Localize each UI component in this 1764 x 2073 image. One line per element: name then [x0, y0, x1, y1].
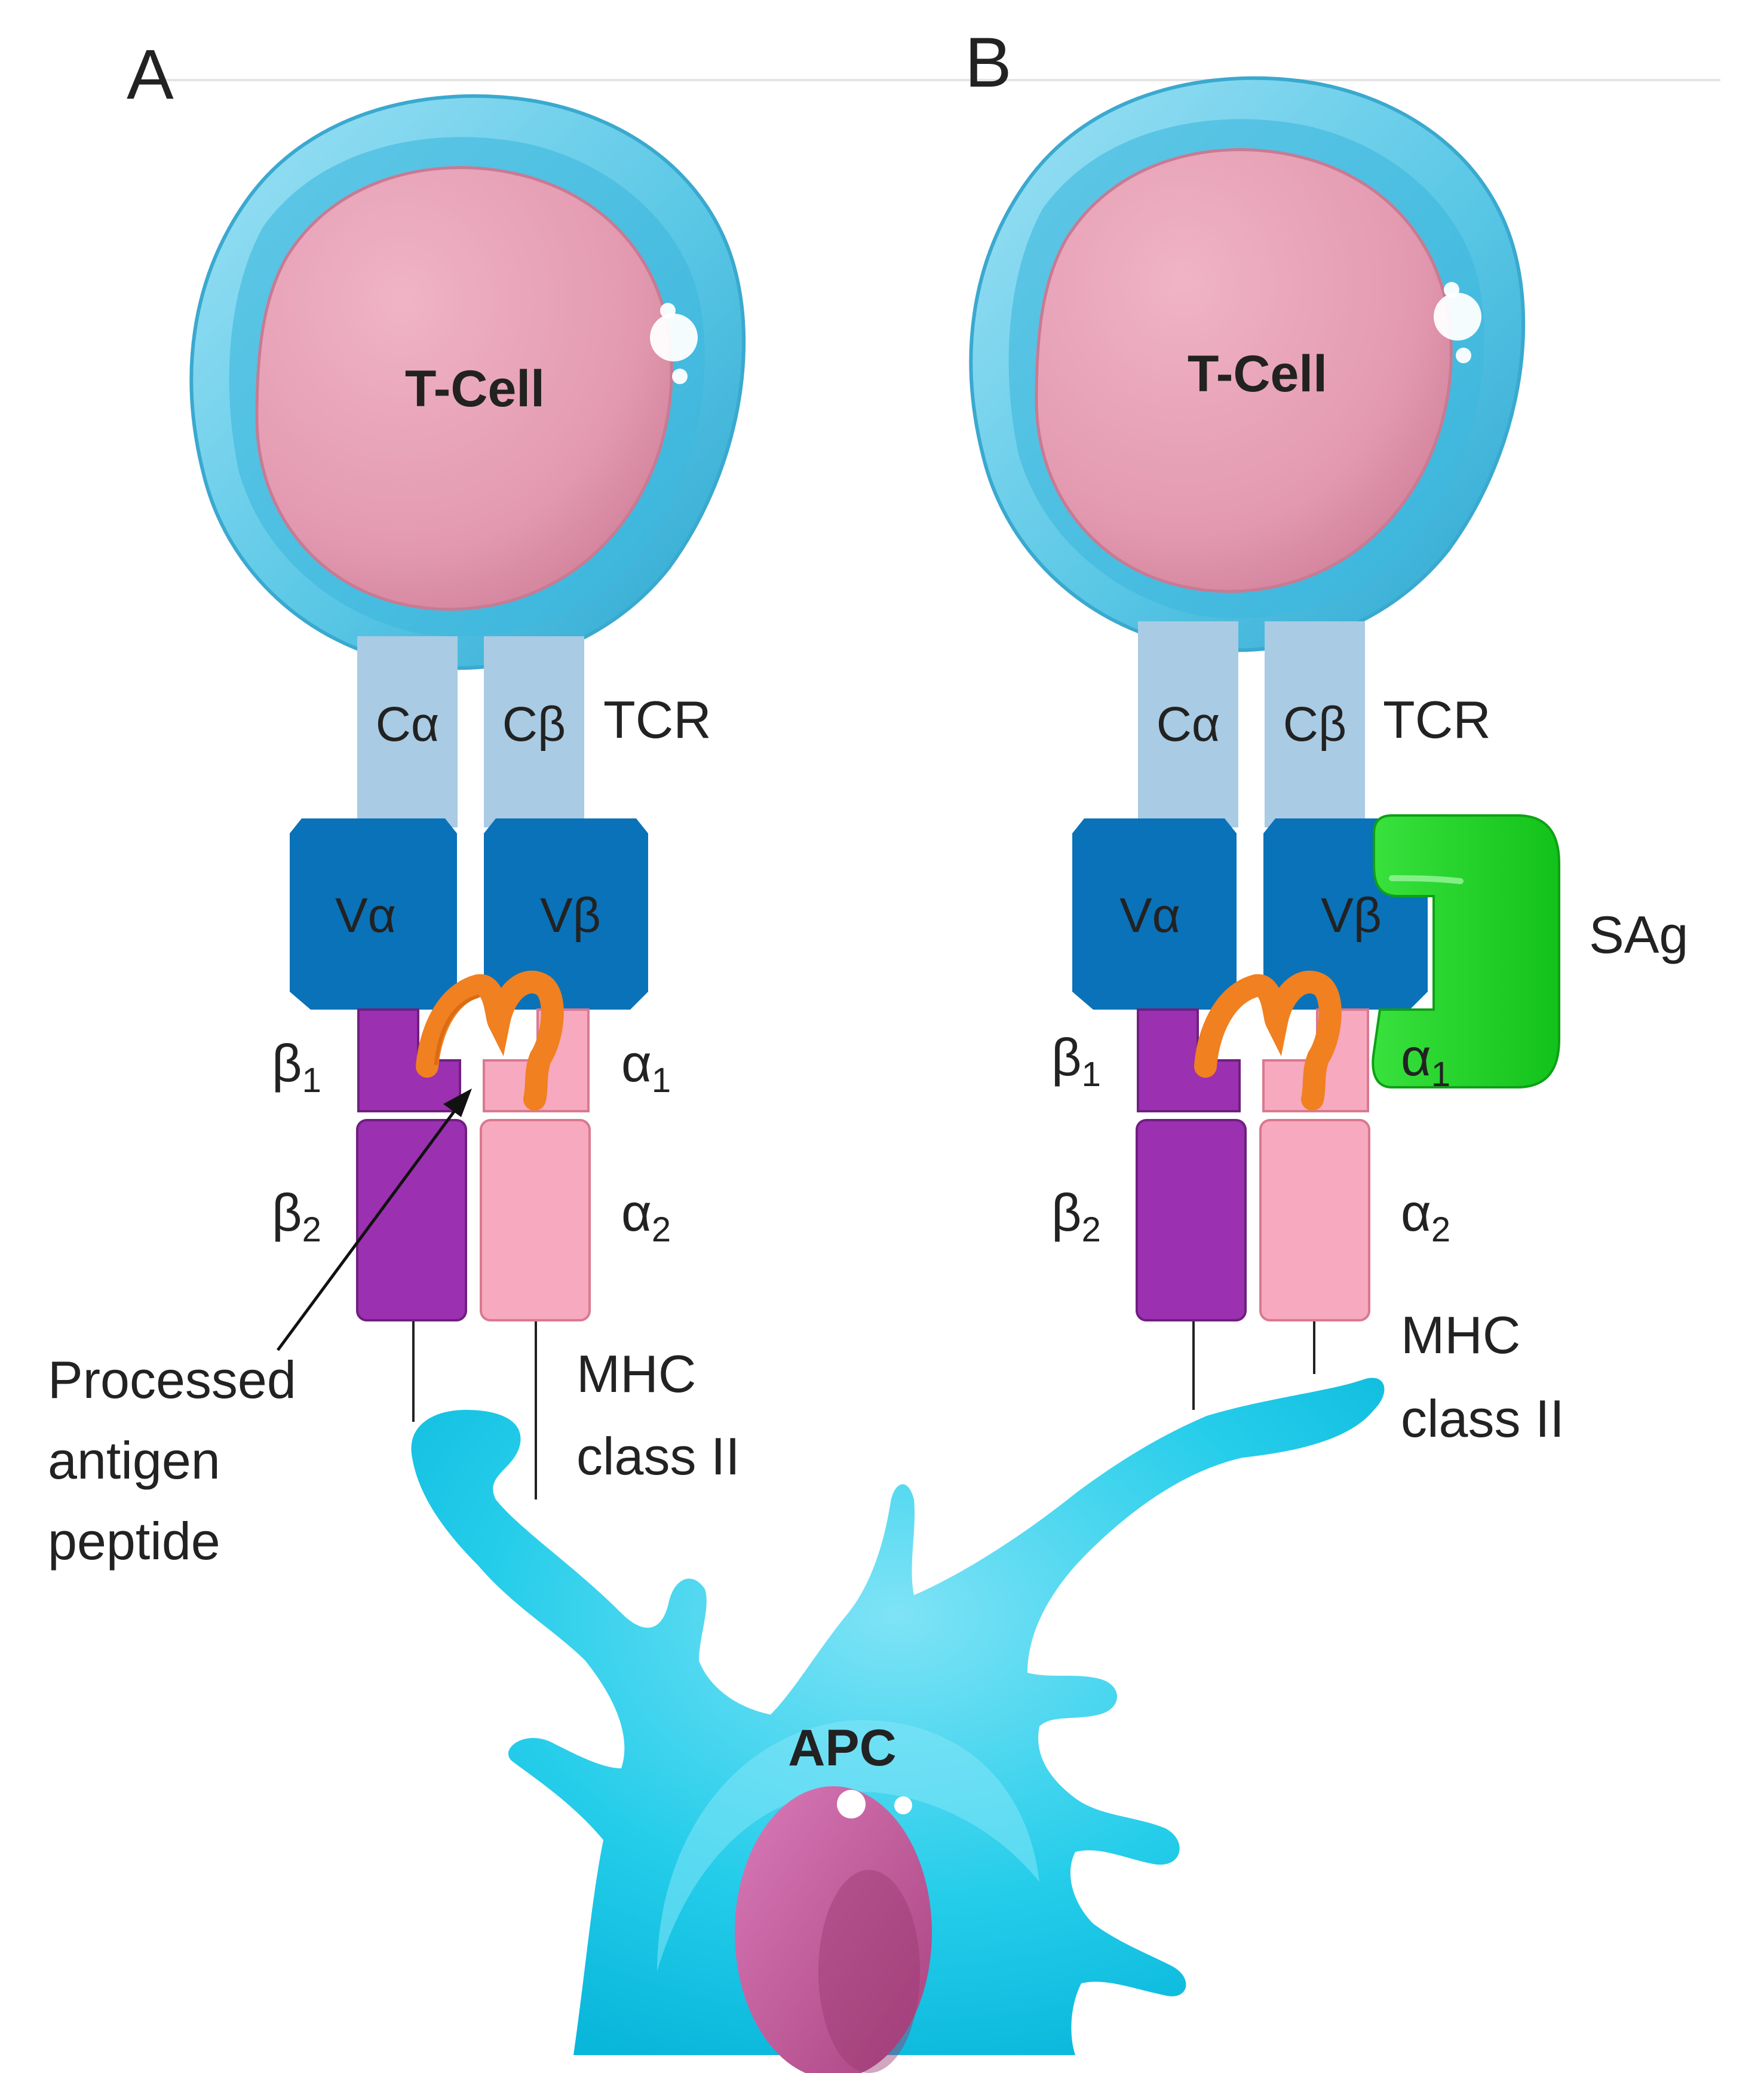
apc-body-highlight: [657, 1720, 1039, 1971]
peptide-caption-line3: peptide: [48, 1511, 220, 1571]
t-cell-b: T-Cell: [969, 76, 1526, 652]
apc-label: APC: [788, 1719, 897, 1777]
panel-letter-b: B: [965, 23, 1012, 102]
peptide-caption-line1: Processed: [48, 1350, 296, 1409]
tcr-label-b: TCR: [1383, 690, 1491, 749]
mhc-beta1-domain-a: [357, 1008, 461, 1112]
apc-highlight-dot-small: [894, 1796, 912, 1814]
t-cell-highlight-b-3: [1456, 348, 1471, 363]
c-alpha-domain-b: [1138, 621, 1238, 827]
v-beta-label-a: Vβ: [540, 888, 601, 943]
v-alpha-label-a: Vα: [335, 888, 396, 943]
v-beta-label-b: Vβ: [1321, 888, 1382, 943]
sag-label-b: SAg: [1589, 905, 1688, 964]
peptide-pointer-arrow: [276, 1104, 461, 1351]
c-alpha-label-b: Cα: [1156, 697, 1220, 752]
c-alpha-label-a: Cα: [376, 697, 440, 752]
t-cell-highlight-a: [650, 314, 698, 361]
v-beta-domain-a: [484, 818, 648, 1010]
t-cell-highlight-b: [1434, 293, 1481, 341]
peptide-a-shade: [434, 995, 480, 1065]
superantigen-b-highlight: [1389, 875, 1464, 884]
tcr-label-a: TCR: [603, 690, 711, 749]
superantigen-b: [1372, 814, 1560, 1088]
mhc-beta2-domain-b: [1136, 1119, 1247, 1321]
beta2-label-b: β2: [1051, 1183, 1101, 1249]
mhc-label-b-line2: class II: [1401, 1389, 1564, 1448]
mhc-alpha2-domain-a: [480, 1119, 591, 1321]
beta2-label-a: β2: [272, 1183, 321, 1249]
v-alpha-domain-b: [1072, 818, 1237, 1010]
peptide-caption-line2: antigen: [48, 1431, 220, 1490]
alpha2-label-a: α2: [621, 1183, 671, 1249]
t-cell-label-a: T-Cell: [405, 360, 545, 418]
panel-b: B T-Cell Cα Cβ TCR Vα Vβ SAg β1 α1 β2: [965, 23, 1688, 1448]
apc-nucleus-shade: [818, 1870, 920, 2073]
apc-body: [411, 1378, 1385, 2055]
t-cell-nucleus-a: [255, 166, 673, 611]
t-cell-highlight-a-3: [672, 369, 688, 384]
c-beta-domain-a: [484, 636, 584, 827]
c-beta-label-a: Cβ: [502, 697, 566, 752]
mhc-beta1-domain-b: [1137, 1008, 1241, 1112]
alpha1-label-a: α1: [621, 1034, 671, 1100]
apc-highlight-dot: [837, 1790, 866, 1819]
mhc-alpha2-domain-b: [1259, 1119, 1370, 1321]
apc-nucleus: [735, 1786, 932, 2073]
t-cell-nucleus-b: [1035, 148, 1453, 593]
t-cell-a: T-Cell: [189, 94, 746, 670]
panel-letter-a: A: [127, 35, 174, 114]
panel-a: A T-Cell Cα Cβ TCR Vα Vβ β1 α1: [48, 35, 746, 1571]
mhc-label-b-line1: MHC: [1401, 1305, 1520, 1364]
beta1-label-b: β1: [1051, 1028, 1101, 1094]
t-cell-highlight-a-2: [660, 303, 676, 318]
t-cell-label-b: T-Cell: [1188, 345, 1327, 403]
alpha2-label-b: α2: [1401, 1183, 1450, 1249]
mhc-label-a-line1: MHC: [576, 1344, 696, 1403]
apc-cell: APC: [411, 1378, 1385, 2073]
mhc-label-a-line2: class II: [576, 1427, 740, 1486]
v-alpha-label-b: Vα: [1119, 888, 1180, 943]
mhc-beta2-domain-a: [356, 1119, 467, 1321]
c-alpha-domain-a: [357, 636, 458, 827]
peptide-pointer-arrowhead: [443, 1088, 472, 1117]
peptide-a: [416, 970, 564, 1111]
beta1-label-a: β1: [272, 1034, 321, 1100]
t-cell-highlight-b-2: [1444, 282, 1459, 298]
c-beta-domain-b: [1265, 621, 1365, 827]
alpha1-label-b: α1: [1401, 1028, 1450, 1094]
peptide-b: [1194, 970, 1342, 1111]
v-alpha-domain-a: [290, 818, 457, 1010]
c-beta-label-b: Cβ: [1283, 697, 1346, 752]
